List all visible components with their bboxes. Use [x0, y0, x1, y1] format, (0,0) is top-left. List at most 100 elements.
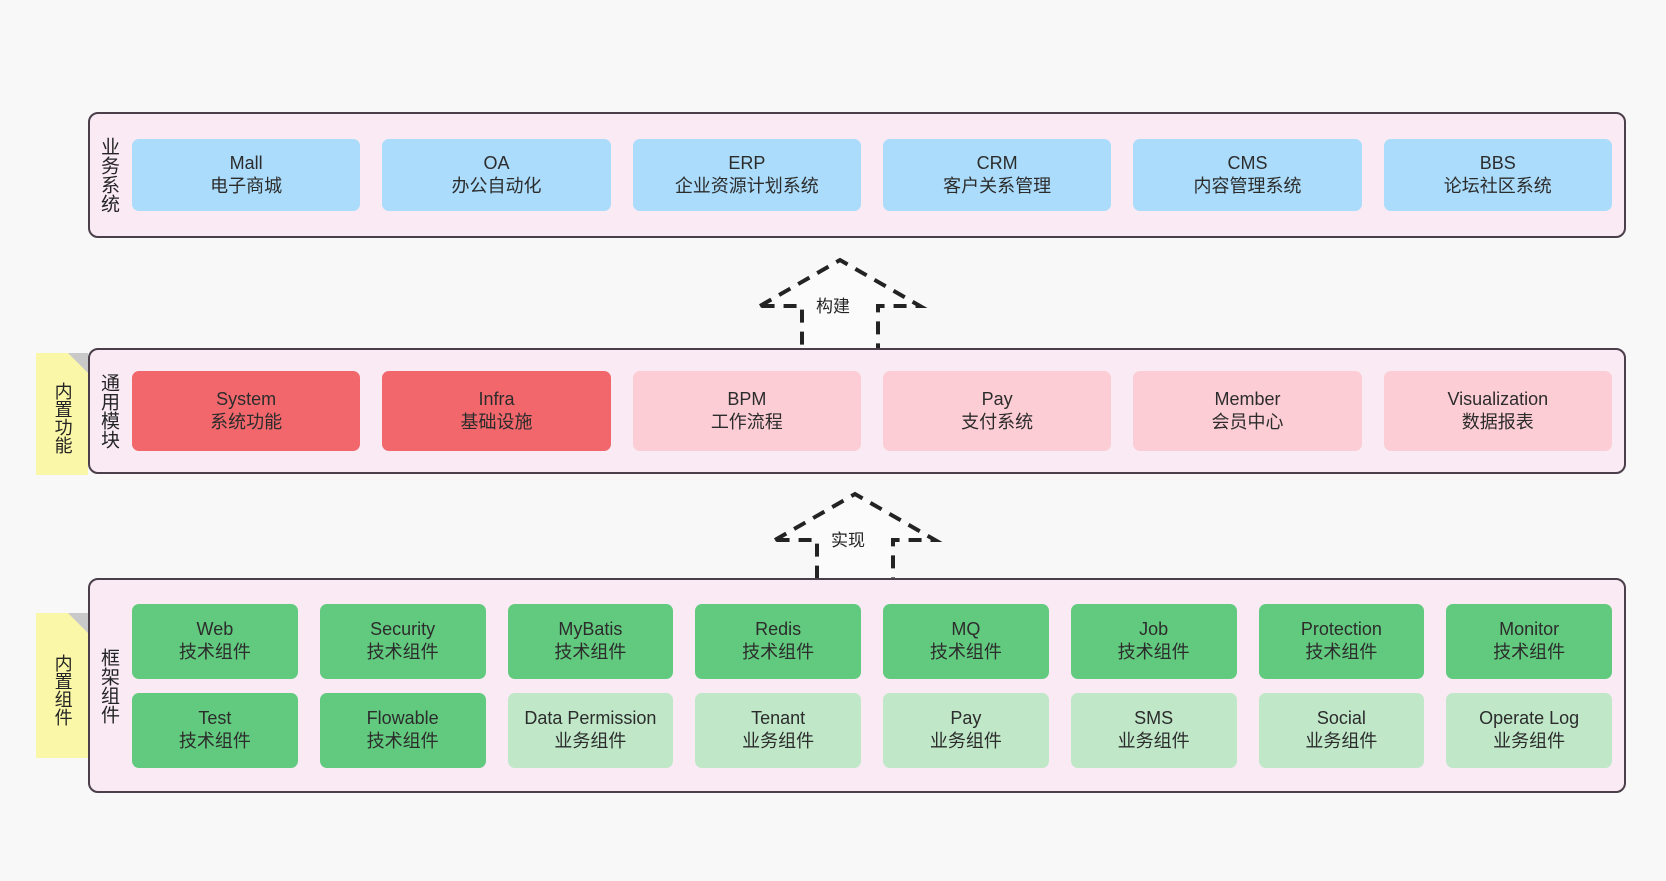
card-title: MyBatis [558, 618, 623, 639]
card-title: Social [1316, 707, 1366, 728]
card-title: Flowable [366, 707, 439, 728]
card-row: System 系统功能 Infra 基础设施 BPM 工作流程 Pay 支付系统… [132, 371, 1612, 451]
card-subtitle: 技术组件 [1305, 642, 1378, 662]
card-subtitle: 内容管理系统 [1193, 176, 1302, 196]
card-subtitle: 电子商城 [210, 176, 283, 196]
card-infra[interactable]: Infra 基础设施 [382, 371, 611, 451]
card-mybatis[interactable]: MyBatis 技术组件 [507, 603, 674, 679]
card-title: OA [483, 152, 510, 173]
card-subtitle: 技术组件 [1117, 642, 1190, 662]
card-subtitle: 系统功能 [210, 412, 283, 432]
card-oa[interactable]: OA 办公自动化 [382, 139, 611, 211]
card-title: CRM [976, 152, 1018, 173]
card-title: Operate Log [1479, 707, 1580, 728]
card-subtitle: 企业资源计划系统 [674, 176, 819, 196]
layer-body-business: Mall 电子商城 OA 办公自动化 ERP 企业资源计划系统 CRM 客户关系… [126, 114, 1624, 236]
card-subtitle: 业务组件 [554, 731, 627, 751]
card-title: Visualization [1447, 388, 1549, 409]
card-subtitle: 业务组件 [929, 731, 1002, 751]
card-subtitle: 办公自动化 [451, 176, 542, 196]
card-title: CMS [1227, 152, 1268, 173]
card-subtitle: 业务组件 [742, 731, 815, 751]
card-bbs[interactable]: BBS 论坛社区系统 [1383, 139, 1612, 211]
card-pay-module[interactable]: Pay 支付系统 [882, 371, 1112, 451]
card-data-permission[interactable]: Data Permission 业务组件 [507, 692, 674, 768]
card-member[interactable]: Member 会员中心 [1133, 371, 1362, 451]
card-title: Security [370, 618, 436, 639]
card-title: Protection [1300, 618, 1382, 639]
card-job[interactable]: Job 技术组件 [1070, 603, 1237, 679]
card-title: Infra [478, 388, 515, 409]
card-title: Data Permission [524, 707, 657, 728]
card-title: Member [1214, 388, 1281, 409]
layer-framework-component: 框架组件 Web 技术组件 Security 技术组件 MyBatis 技术组件… [88, 578, 1626, 793]
connector-implement: 实现 [765, 490, 945, 586]
card-subtitle: 技术组件 [742, 642, 815, 662]
card-title: SMS [1134, 707, 1174, 728]
card-row: Test 技术组件 Flowable 技术组件 Data Permission … [132, 692, 1612, 768]
card-security[interactable]: Security 技术组件 [319, 603, 486, 679]
card-erp[interactable]: ERP 企业资源计划系统 [632, 139, 861, 211]
card-subtitle: 数据报表 [1461, 412, 1534, 432]
card-subtitle: 技术组件 [929, 642, 1002, 662]
card-title: System [216, 388, 277, 409]
card-cms[interactable]: CMS 内容管理系统 [1133, 139, 1362, 211]
card-subtitle: 工作流程 [710, 412, 783, 432]
card-subtitle: 技术组件 [1493, 642, 1566, 662]
card-sms[interactable]: SMS 业务组件 [1070, 692, 1237, 768]
card-title: Mall [229, 152, 263, 173]
card-title: Pay [950, 707, 982, 728]
card-bpm[interactable]: BPM 工作流程 [632, 371, 861, 451]
card-subtitle: 技术组件 [554, 642, 627, 662]
card-subtitle: 技术组件 [178, 731, 251, 751]
card-subtitle: 技术组件 [178, 642, 251, 662]
card-crm[interactable]: CRM 客户关系管理 [882, 139, 1112, 211]
card-social[interactable]: Social 业务组件 [1258, 692, 1425, 768]
card-subtitle: 业务组件 [1305, 731, 1378, 751]
layer-body-common: System 系统功能 Infra 基础设施 BPM 工作流程 Pay 支付系统… [126, 350, 1624, 472]
card-protection[interactable]: Protection 技术组件 [1258, 603, 1425, 679]
note-builtin-component: 内置组件 [36, 613, 88, 758]
card-flowable[interactable]: Flowable 技术组件 [319, 692, 486, 768]
card-title: Redis [755, 618, 802, 639]
card-subtitle: 技术组件 [366, 642, 439, 662]
card-monitor[interactable]: Monitor 技术组件 [1446, 603, 1612, 679]
layer-common-module: 通用模块 System 系统功能 Infra 基础设施 BPM 工作流程 Pay [88, 348, 1626, 474]
connector-build: 构建 [750, 256, 930, 352]
card-test[interactable]: Test 技术组件 [132, 692, 298, 768]
card-redis[interactable]: Redis 技术组件 [695, 603, 861, 679]
card-title: BPM [727, 388, 767, 409]
card-subtitle: 支付系统 [961, 412, 1034, 432]
card-title: Job [1139, 618, 1169, 639]
card-mall[interactable]: Mall 电子商城 [132, 139, 361, 211]
card-subtitle: 业务组件 [1493, 731, 1566, 751]
card-subtitle: 会员中心 [1211, 412, 1284, 432]
note-text: 内置功能 [52, 382, 73, 454]
note-text: 内置组件 [52, 653, 73, 726]
layer-business-system: 业务系统 Mall 电子商城 OA 办公自动化 ERP 企业资源计划系统 CRM [88, 112, 1626, 238]
card-subtitle: 客户关系管理 [943, 176, 1052, 196]
card-operate-log[interactable]: Operate Log 业务组件 [1446, 692, 1612, 768]
card-pay-component[interactable]: Pay 业务组件 [883, 692, 1049, 768]
card-row: Mall 电子商城 OA 办公自动化 ERP 企业资源计划系统 CRM 客户关系… [132, 139, 1612, 211]
layer-title-business: 业务系统 [98, 137, 120, 213]
layer-title-framework: 框架组件 [98, 647, 120, 724]
card-title: BBS [1479, 152, 1516, 173]
card-mq[interactable]: MQ 技术组件 [883, 603, 1049, 679]
build-arrow-shape [752, 257, 928, 352]
card-title: ERP [728, 152, 766, 173]
card-title: Test [198, 707, 232, 728]
card-visualization[interactable]: Visualization 数据报表 [1383, 371, 1612, 451]
card-subtitle: 基础设施 [460, 412, 533, 432]
card-row: Web 技术组件 Security 技术组件 MyBatis 技术组件 Redi… [132, 603, 1612, 679]
card-subtitle: 业务组件 [1117, 731, 1190, 751]
card-tenant[interactable]: Tenant 业务组件 [695, 692, 861, 768]
card-web[interactable]: Web 技术组件 [132, 603, 298, 679]
card-title: Monitor [1499, 618, 1560, 639]
note-builtin-function: 内置功能 [36, 353, 88, 475]
connector-label-build: 构建 [816, 297, 850, 316]
implement-arrow-shape [767, 491, 943, 586]
card-system[interactable]: System 系统功能 [132, 371, 361, 451]
card-title: Web [196, 618, 234, 639]
